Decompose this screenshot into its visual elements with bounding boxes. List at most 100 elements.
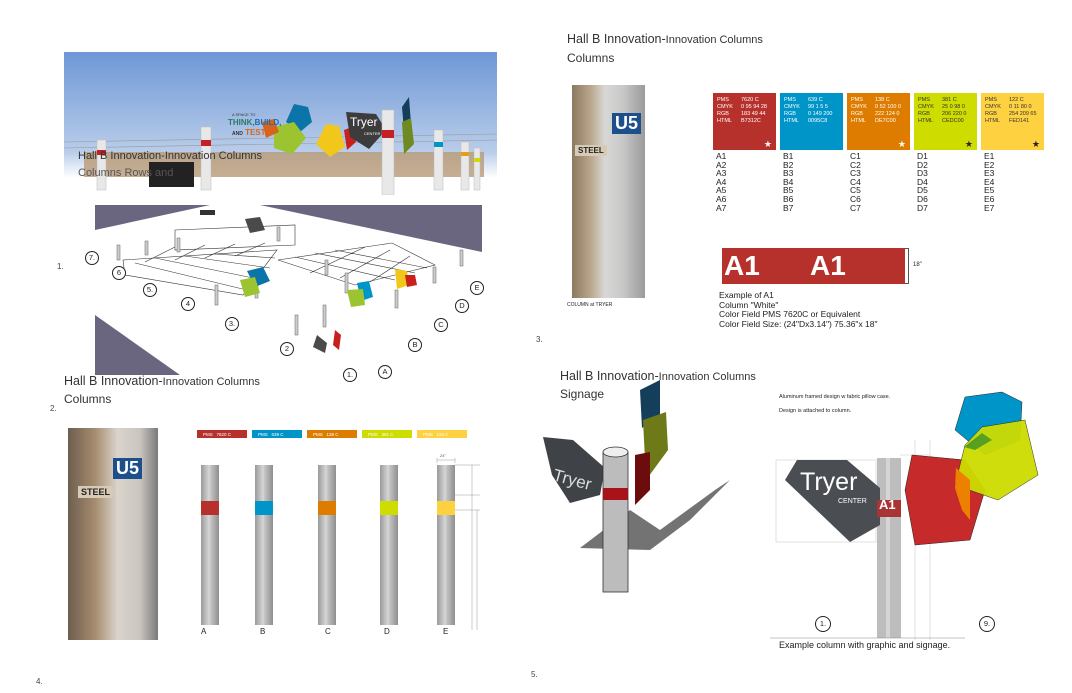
marker-letter-b: B [408,338,422,352]
page-number: 3. [536,335,543,344]
marker-letter-e: E [470,281,484,295]
page3-title: Hall B Innovation-Innovation Columns [567,32,763,46]
code-item: D3 [917,168,928,179]
render-build: BUILD, [254,118,282,127]
column-c [318,465,336,625]
example-line: Color Field PMS 7620C or Equivalent [719,309,861,319]
render-logo: Tryer [350,115,378,129]
code-item: E5 [984,185,995,196]
page-number: 5. [531,670,538,679]
swatch-key: RGB [918,111,930,117]
code-item: A7 [716,202,727,213]
swatch-value: 7620 C [741,97,759,103]
pms-bar: PMS 639 C [252,430,302,438]
swatch-key: CMYK [851,104,867,110]
title-small: Innovation Columns [665,34,763,46]
code-item: A2 [716,159,727,170]
code-item: E7 [984,202,995,213]
swatch-value: 254 209 65 [1009,111,1037,117]
marker-letter-c: C [434,318,448,332]
swatch-key: PMS [918,97,930,103]
marker-number-4: 4 [181,297,195,311]
code-item: E1 [984,151,995,161]
height-bracket [905,248,909,284]
note-aluminum: Aluminum framed design w fabric pillow c… [779,394,891,400]
swatch-key: RGB [784,111,796,117]
elevation-logo: Tryer [800,468,858,496]
code-item: D7 [917,202,928,213]
marker-letter-d: D [455,299,469,313]
bar-value: 381 C [381,432,394,437]
title-small: Innovation Columns [162,376,260,388]
code-item: E4 [984,176,995,187]
swatch-value: 381 C [942,97,957,103]
render-think: THINK, [228,118,255,127]
bar-value: 639 C [271,432,284,437]
star-icon: ★ [897,139,906,149]
pms-bar: PMS 381 C [362,430,412,438]
column-label-d: D [384,627,390,636]
photo-u5-label: U5 [113,458,143,479]
column-photo: U5 STEEL [68,428,158,640]
signage-elevation [770,391,1039,640]
a1-label-right: A1 [810,250,846,281]
swatch-value: FED141 [1009,118,1030,124]
column-a [201,465,219,625]
swatch-key: PMS [784,97,796,103]
swatch-key: CMYK [717,104,733,110]
elevation-band-label: A1 [879,497,896,512]
elevation-caption: Example column with graphic and signage. [779,640,951,650]
title-small: Innovation Columns [658,371,756,383]
example-line: Column "White" [719,299,779,310]
marker-number-3: 3. [225,317,239,331]
code-item: D6 [917,193,928,204]
example-line: Example of A1 [719,290,774,300]
hall-rendering: A SPACE TO THINK,BUILD, AND TEST. Tryer … [64,52,497,195]
code-item: C5 [850,185,861,196]
code-item: D1 [917,151,928,161]
column-label-e: E [443,627,449,636]
page-number: 1. [57,262,64,271]
page5-subtitle: Signage [560,387,605,401]
bar-label: PMS [258,432,268,437]
code-item: E3 [984,168,995,179]
column-label-b: B [260,627,266,636]
swatch-value: 183 49 44 [741,111,766,117]
code-item: D5 [917,185,928,196]
column-photo-tryer: U5 STEEL [572,85,645,298]
pms-bar: PMS 138 C [307,430,357,438]
code-item: B6 [783,193,794,204]
dimension-lines [436,458,480,630]
code-item: C7 [850,202,861,213]
code-item: E6 [984,193,995,204]
photo-u5-label: U5 [612,113,642,134]
swatch-key: PMS [717,97,729,103]
a1-height: 18" [913,262,922,268]
swatch-value: 25 0 98 0 [942,104,965,110]
swatch-key: PMS [851,97,863,103]
swatch-key: HTML [784,118,799,124]
marker-number-2: 2 [280,342,294,356]
title-main: Hall B Innovation- [567,32,666,46]
swatch-value: 206 220 0 [942,111,967,117]
render-logo-sub: CENTER [364,131,381,136]
code-item: A3 [716,168,727,179]
bar-label: PMS [313,432,323,437]
marker-right: 9. [979,616,995,632]
dimension-top: 24" [440,453,446,458]
a1-color-field: A1 A1 [722,248,905,284]
column-d [380,465,398,625]
render-tagline: A SPACE TO [232,112,256,117]
code-item: A1 [716,151,727,161]
swatch-key: CMYK [918,104,934,110]
elevation-logo-sub: CENTER [838,498,867,505]
swatch-value: 122 C [1009,97,1024,103]
star-icon: ★ [763,139,772,149]
page5-title: Hall B Innovation-Innovation Columns [560,369,756,383]
pms-bar: PMS 7620 C [197,430,247,438]
